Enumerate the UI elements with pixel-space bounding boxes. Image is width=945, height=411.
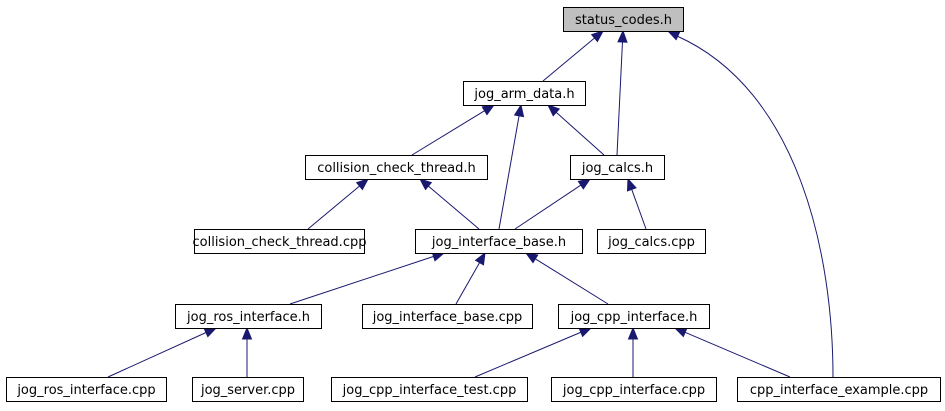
arrowhead-jog-server-cpp-to-jog-ros-interface-h	[241, 326, 253, 340]
arrowhead-collision-check-thread-h-to-jog-arm-data	[481, 104, 496, 116]
node-jog-server-cpp[interactable]: jog_server.cpp	[192, 377, 304, 402]
edge-jog-interface-base-h-to-jog-arm-data	[498, 114, 520, 230]
node-jog-calcs-h[interactable]: jog_calcs.h	[570, 155, 665, 180]
arrowhead-jog-interface-base-h-to-jog-calcs-h	[577, 178, 592, 190]
arrowhead-cpp-interface-example-cpp-to-jog-cpp-interface-h	[673, 327, 688, 338]
node-box-jog-cpp-interface-cpp	[551, 377, 717, 402]
node-box-jog-ros-interface-cpp	[6, 377, 167, 402]
node-box-jog-calcs-h	[570, 155, 665, 180]
node-box-jog-interface-base-h	[415, 229, 583, 254]
node-box-jog-cpp-interface-h	[558, 304, 710, 329]
edge-jog-calcs-h-to-jog-arm-data	[555, 111, 605, 156]
node-cpp-interface-example-cpp[interactable]: cpp_interface_example.cpp	[737, 377, 941, 402]
edge-jog-arm-data-to-status-codes	[542, 37, 596, 82]
node-jog-interface-base-h[interactable]: jog_interface_base.h	[415, 229, 583, 254]
edge-jog-calcs-cpp-to-jog-calcs-h	[630, 188, 647, 230]
node-status-codes[interactable]: status_codes.h	[563, 7, 684, 32]
edge-cpp-interface-example-cpp-to-jog-cpp-interface-h	[684, 331, 791, 378]
arrowhead-collision-check-thread-cpp-to-collision-check-thread-h	[355, 178, 370, 191]
arrowhead-jog-interface-base-cpp-to-jog-interface-base-h	[474, 251, 486, 266]
edge-cpp-interface-example-cpp-to-status-codes	[676, 35, 834, 378]
node-label-status-codes: status_codes.h	[575, 13, 672, 28]
node-label-jog-arm-data: jog_arm_data.h	[473, 87, 574, 102]
node-label-jog-server-cpp: jog_server.cpp	[200, 383, 295, 398]
arrowhead-cpp-interface-example-cpp-to-status-codes	[666, 30, 681, 41]
node-box-jog-cpp-interface-test-cpp	[331, 377, 528, 402]
node-jog-interface-base-cpp[interactable]: jog_interface_base.cpp	[362, 304, 533, 329]
node-jog-ros-interface-cpp[interactable]: jog_ros_interface.cpp	[6, 377, 167, 402]
node-label-collision-check-thread-cpp: collision_check_thread.cpp	[193, 235, 367, 250]
node-label-jog-ros-interface-h: jog_ros_interface.h	[186, 310, 310, 325]
node-box-status-codes	[563, 7, 684, 32]
edge-collision-check-thread-h-to-jog-arm-data	[411, 109, 486, 156]
node-label-collision-check-thread-h: collision_check_thread.h	[317, 161, 476, 176]
node-jog-ros-interface-h[interactable]: jog_ros_interface.h	[175, 304, 322, 329]
node-collision-check-thread-cpp[interactable]: collision_check_thread.cpp	[193, 229, 367, 254]
node-jog-cpp-interface-cpp[interactable]: jog_cpp_interface.cpp	[551, 377, 717, 402]
arrowhead-jog-cpp-interface-h-to-jog-interface-base-h	[524, 252, 539, 264]
edges-layer	[107, 29, 834, 378]
node-jog-cpp-interface-h[interactable]: jog_cpp_interface.h	[558, 304, 710, 329]
arrowhead-jog-calcs-h-to-jog-arm-data	[547, 104, 561, 117]
node-box-jog-ros-interface-h	[175, 304, 322, 329]
node-box-jog-interface-base-cpp	[362, 304, 533, 329]
arrowhead-jog-interface-base-h-to-collision-check-thread-h	[418, 178, 433, 191]
arrowhead-jog-calcs-h-to-status-codes	[617, 29, 628, 43]
nodes-layer: status_codes.h jog_arm_data.h collision_ch…	[6, 7, 941, 402]
node-jog-arm-data[interactable]: jog_arm_data.h	[463, 81, 586, 106]
node-label-cpp-interface-example-cpp: cpp_interface_example.cpp	[750, 383, 928, 398]
node-label-jog-interface-base-cpp: jog_interface_base.cpp	[372, 310, 523, 325]
node-label-jog-cpp-interface-cpp: jog_cpp_interface.cpp	[562, 383, 705, 398]
node-collision-check-thread-h[interactable]: collision_check_thread.h	[305, 155, 488, 180]
node-box-jog-calcs-cpp	[597, 229, 706, 254]
arrowhead-jog-ros-interface-cpp-to-jog-ros-interface-h	[203, 327, 218, 338]
node-label-jog-ros-interface-cpp: jog_ros_interface.cpp	[16, 383, 155, 398]
node-label-jog-cpp-interface-h: jog_cpp_interface.h	[570, 310, 698, 325]
node-box-jog-server-cpp	[192, 377, 304, 402]
node-label-jog-cpp-interface-test-cpp: jog_cpp_interface_test.cpp	[342, 383, 517, 398]
node-jog-calcs-cpp[interactable]: jog_calcs.cpp	[597, 229, 706, 254]
node-box-collision-check-thread-h	[305, 155, 488, 180]
edge-collision-check-thread-cpp-to-collision-check-thread-h	[307, 185, 361, 230]
edge-jog-calcs-h-to-status-codes	[616, 40, 624, 156]
node-box-jog-arm-data	[463, 81, 586, 106]
node-label-jog-calcs-h: jog_calcs.h	[581, 161, 653, 176]
node-label-jog-interface-base-h: jog_interface_base.h	[431, 235, 566, 250]
arrowhead-jog-interface-base-h-to-jog-arm-data	[513, 103, 525, 118]
edge-jog-interface-base-cpp-to-jog-interface-base-h	[455, 261, 481, 305]
edge-jog-interface-base-h-to-collision-check-thread-h	[427, 185, 480, 230]
edge-jog-ros-interface-cpp-to-jog-ros-interface-h	[107, 331, 208, 378]
edge-jog-ros-interface-h-to-jog-interface-base-h	[289, 255, 435, 305]
node-box-cpp-interface-example-cpp	[737, 377, 941, 402]
arrowhead-jog-cpp-interface-test-cpp-to-jog-cpp-interface-h	[578, 327, 593, 338]
arrowhead-jog-calcs-cpp-to-jog-calcs-h	[626, 177, 637, 192]
arrowhead-jog-arm-data-to-status-codes	[590, 30, 605, 43]
node-box-collision-check-thread-cpp	[194, 229, 365, 254]
edge-jog-cpp-interface-h-to-jog-interface-base-h	[534, 257, 609, 305]
arrowhead-jog-cpp-interface-cpp-to-jog-cpp-interface-h	[627, 326, 639, 340]
edge-jog-interface-base-h-to-jog-calcs-h	[514, 184, 582, 230]
node-label-jog-calcs-cpp: jog_calcs.cpp	[607, 235, 695, 250]
node-jog-cpp-interface-test-cpp[interactable]: jog_cpp_interface_test.cpp	[331, 377, 528, 402]
edge-jog-cpp-interface-test-cpp-to-jog-cpp-interface-h	[474, 331, 582, 378]
